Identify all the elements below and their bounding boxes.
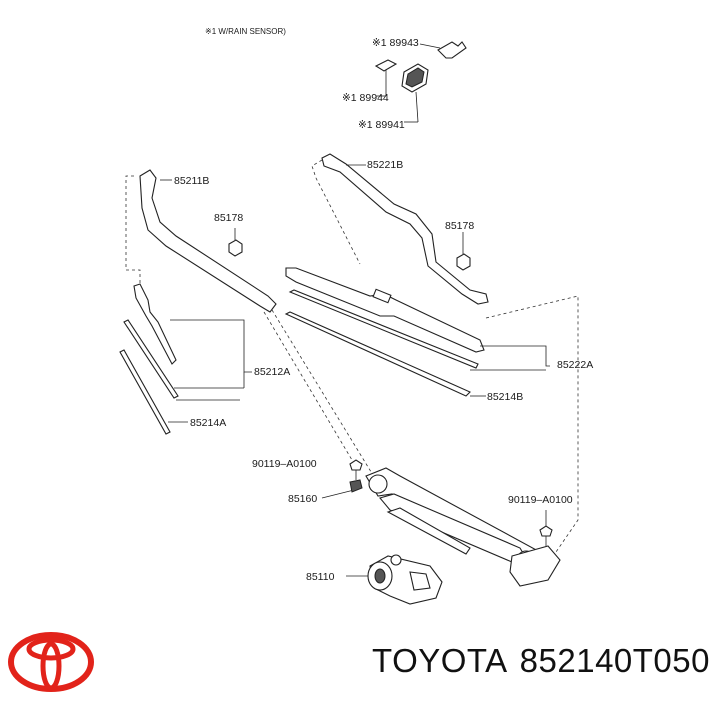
- wiper-rubber-right-85214B: [284, 289, 479, 397]
- rain-sensor-pad-89944: [374, 59, 398, 97]
- label-85178-left: 85178: [214, 212, 243, 224]
- label-85221B: 85221B: [367, 159, 403, 171]
- wiper-rubber-left-85214A: [119, 319, 179, 435]
- label-85212A: 85212A: [254, 366, 290, 378]
- label-85222A: 85222A: [557, 359, 593, 371]
- brand-name: TOYOTA: [372, 642, 508, 679]
- wiper-motor-85110: [367, 554, 443, 605]
- bolt-right-90119: [539, 510, 553, 546]
- bolt-left-90119: [349, 459, 363, 493]
- rain-sensor-cover-89943: [419, 41, 467, 59]
- rain-sensor-note: ※1 W/RAIN SENSOR): [205, 27, 286, 36]
- label-90119-right: 90119–A0100: [508, 494, 573, 506]
- label-85211B: 85211B: [174, 175, 209, 187]
- toyota-logo-icon: [8, 632, 94, 692]
- nut-left-85178: [228, 228, 243, 257]
- wiper-arm-right-85221B: [321, 153, 489, 305]
- label-89944: ※1 89944: [342, 92, 389, 104]
- footer-caption: TOYOTA 852140T050: [372, 636, 710, 686]
- wiper-linkage-85160: [365, 467, 561, 587]
- label-85160: 85160: [288, 493, 317, 505]
- label-85214B: 85214B: [487, 391, 523, 403]
- rain-sensor-89941: [401, 63, 429, 123]
- nut-right-85178: [456, 232, 471, 271]
- part-number: 852140T050: [519, 642, 710, 679]
- label-85110: 85110: [306, 571, 335, 583]
- label-89941: ※1 89941: [358, 119, 405, 131]
- label-90119-left: 90119–A0100: [252, 458, 317, 470]
- wiper-arm-left-85211B: [139, 169, 277, 313]
- wiper-blade-right-85222A: [285, 267, 485, 353]
- label-85214A: 85214A: [190, 417, 226, 429]
- label-89943: ※1 89943: [372, 37, 419, 49]
- label-85178-right: 85178: [445, 220, 474, 232]
- wiper-blade-left-85212A: [133, 283, 177, 365]
